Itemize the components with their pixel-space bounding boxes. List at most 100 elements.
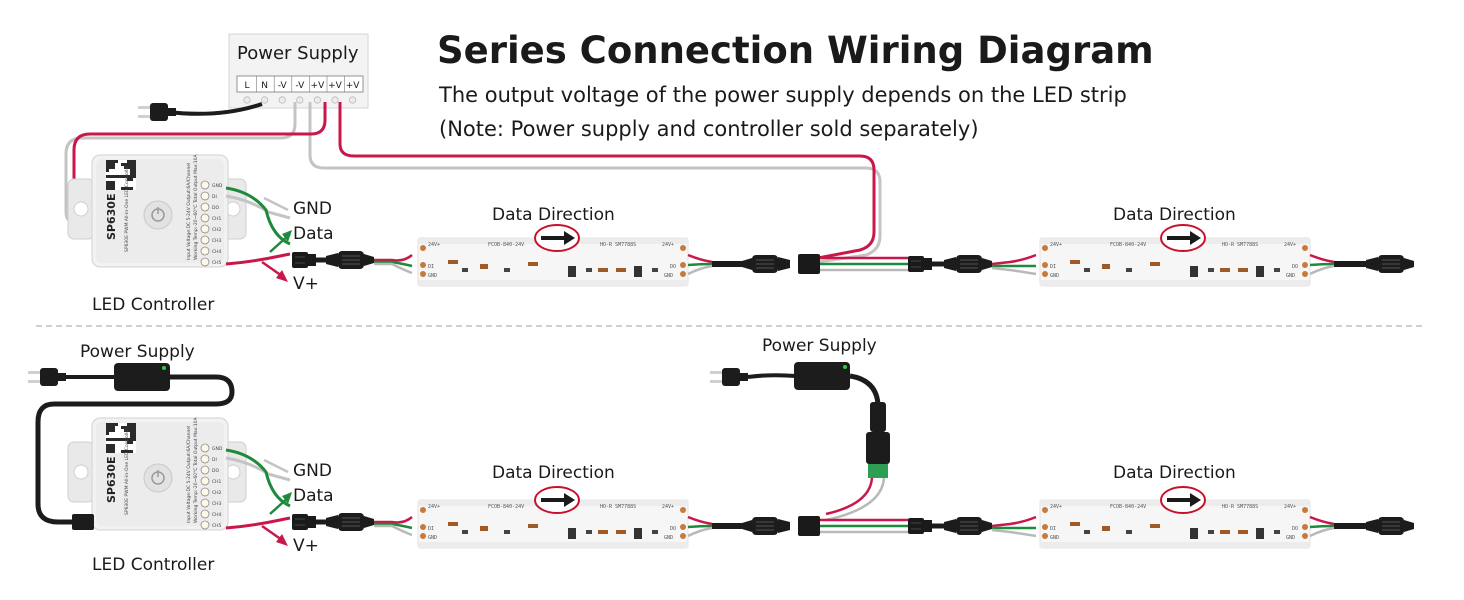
connector-icon — [943, 254, 993, 274]
controller-pin-label: DO — [212, 205, 219, 211]
connector-icon — [291, 251, 317, 269]
controller-pin-label: DI — [212, 457, 217, 463]
power-supply-label: Power Supply — [80, 342, 195, 362]
controller-pin-label: CH4 — [212, 512, 222, 518]
controller-pin — [200, 465, 210, 475]
connector-icon — [291, 513, 317, 531]
screw-icon — [243, 96, 251, 104]
controller-fine-2: Input Voltage:DC 5-24V Output:6A/Channel — [186, 163, 192, 260]
controller-fine-1: SP630E PWM All-in-One LED Controller — [124, 428, 130, 515]
led-strip-3: 24V+ DI GND FCOB-840-24V HO-R SM7788S 24… — [417, 499, 689, 549]
plug-icon — [138, 103, 176, 121]
ps-terminal-label: +V — [346, 81, 361, 91]
controller-pin-label: CH1 — [212, 216, 222, 222]
strip-pad-di: DI — [1050, 264, 1056, 270]
power-supply-label: Power Supply — [762, 336, 877, 356]
qr-code-icon — [106, 160, 136, 190]
controller-pin-label: CH5 — [212, 260, 222, 266]
strip-ic: HO-R SM7788S — [1222, 504, 1258, 510]
strip-print: FCOB-840-24V — [488, 504, 524, 510]
diagram-title: Series Connection Wiring Diagram — [437, 29, 1154, 72]
connector-icon — [741, 254, 791, 274]
ps-terminal-label: -V — [278, 81, 288, 91]
data-wire-label: Data — [293, 224, 334, 244]
strip-pad-di: DI — [428, 526, 434, 532]
strip-pad-vplus: 24V+ — [428, 242, 440, 248]
data-direction-label: Data Direction — [1113, 205, 1236, 225]
connector-icon — [741, 516, 791, 536]
controller-pin — [200, 180, 210, 190]
arrow-right-icon — [534, 224, 580, 252]
controller-fine-3: Working Temp:-20~60°C Total Output Max:1… — [193, 153, 199, 260]
strip-pad-vplus: 24V+ — [662, 504, 674, 510]
connector-icon — [798, 516, 820, 536]
controller-model: SP630E — [105, 457, 118, 503]
controller-pin — [200, 213, 210, 223]
led-strip-1: 24V+ DI GND FCOB-840-24V HO-R SM7788S 24… — [417, 237, 689, 287]
controller-pin-label: GND — [212, 446, 223, 452]
strip-pad-vplus: 24V+ — [1050, 504, 1062, 510]
controller-pin-label: CH3 — [212, 501, 222, 507]
controller-pin — [200, 443, 210, 453]
controller-pin — [200, 235, 210, 245]
plug-icon — [28, 368, 66, 386]
strip-pad-di: DI — [428, 264, 434, 270]
arrow-right-icon — [1160, 486, 1206, 514]
connector-icon — [943, 516, 993, 536]
ps-terminal-label: L — [244, 81, 249, 91]
controller-pin — [200, 487, 210, 497]
ps-terminal-label: +V — [311, 81, 326, 91]
screw-icon — [260, 96, 269, 104]
strip-pad-di: DI — [1050, 526, 1056, 532]
strip-pad-gnd: GND — [428, 273, 437, 279]
strip-pad-do: DO — [1292, 264, 1298, 270]
connector-icon — [1365, 254, 1415, 274]
strip-pad-vplus: 24V+ — [662, 242, 674, 248]
ps-terminal-label: -V — [295, 81, 305, 91]
data-wire-label: Data — [293, 486, 334, 506]
connector-icon — [325, 250, 375, 270]
strip-pad-vplus: 24V+ — [1050, 242, 1062, 248]
controller-pin — [200, 476, 210, 486]
vplus-wire-label: V+ — [293, 536, 319, 556]
led-strip-4: 24V+ DI GND FCOB-840-24V HO-R SM7788S 24… — [1039, 499, 1311, 549]
diagram-subtitle-note: (Note: Power supply and controller sold … — [439, 117, 979, 141]
connector-icon — [798, 254, 820, 274]
strip-ic: HO-R SM7788S — [1222, 242, 1258, 248]
connector-icon — [1365, 516, 1415, 536]
diagram-subtitle-voltage: The output voltage of the power supply d… — [438, 83, 1127, 107]
strip-pad-gnd: GND — [664, 273, 673, 279]
controller-pin-label: CH2 — [212, 227, 222, 233]
controller-pin-label: DI — [212, 194, 217, 200]
controller-pin — [200, 257, 210, 267]
power-adapter — [114, 363, 170, 391]
ps-terminal-label: N — [261, 81, 268, 91]
strip-ic: HO-R SM7788S — [600, 242, 636, 248]
screw-icon — [331, 96, 339, 104]
led-controller-label: LED Controller — [92, 555, 214, 575]
data-direction-label: Data Direction — [492, 205, 615, 225]
controller-fine-2: Input Voltage:DC 5-24V Output:6A/Channel — [186, 426, 192, 523]
controller-pin — [200, 498, 210, 508]
led-controller-label: LED Controller — [92, 295, 214, 315]
controller-pin-label: GND — [212, 183, 223, 189]
qr-code-icon — [106, 423, 136, 453]
controller-pin-label: CH2 — [212, 490, 222, 496]
controller-fine-1: SP630E PWM All-in-One LED Controller — [124, 165, 130, 252]
arrow-right-icon — [1160, 224, 1206, 252]
controller-pin — [200, 509, 210, 519]
strip-pad-gnd: GND — [1050, 273, 1059, 279]
strip-print: FCOB-840-24V — [1110, 242, 1146, 248]
controller-pin — [200, 520, 210, 530]
controller-pin — [200, 224, 210, 234]
ps-terminal-label: +V — [328, 81, 343, 91]
strip-pad-gnd: GND — [1286, 273, 1295, 279]
strip-pad-gnd: GND — [428, 535, 437, 541]
controller-fine-3: Working Temp:-20~60°C Total Output Max:1… — [193, 416, 199, 523]
controller-pin — [200, 191, 210, 201]
